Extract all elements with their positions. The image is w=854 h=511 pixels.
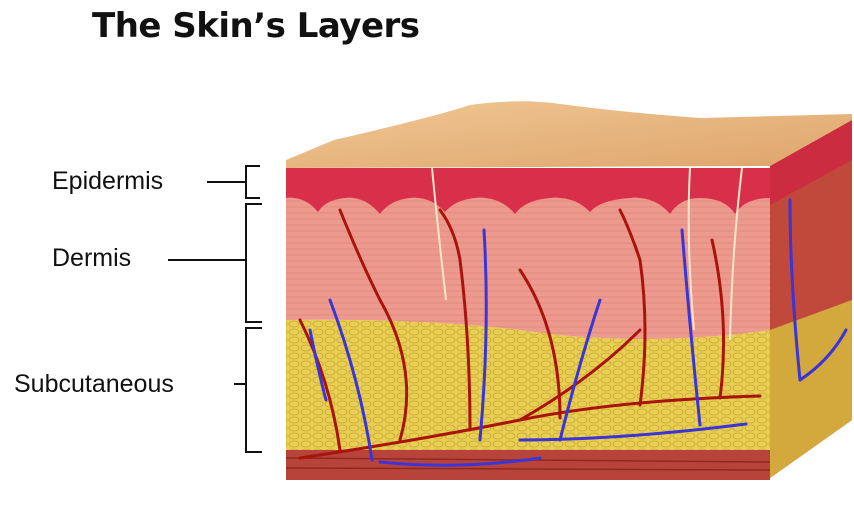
subcutaneous-bracket	[246, 328, 262, 452]
dermis-bracket	[246, 204, 262, 322]
dermis-layer	[286, 198, 770, 339]
skin-surface	[286, 101, 852, 168]
layer-brackets	[168, 166, 262, 452]
deep-layer	[286, 448, 770, 480]
epidermis-bracket	[246, 166, 260, 198]
